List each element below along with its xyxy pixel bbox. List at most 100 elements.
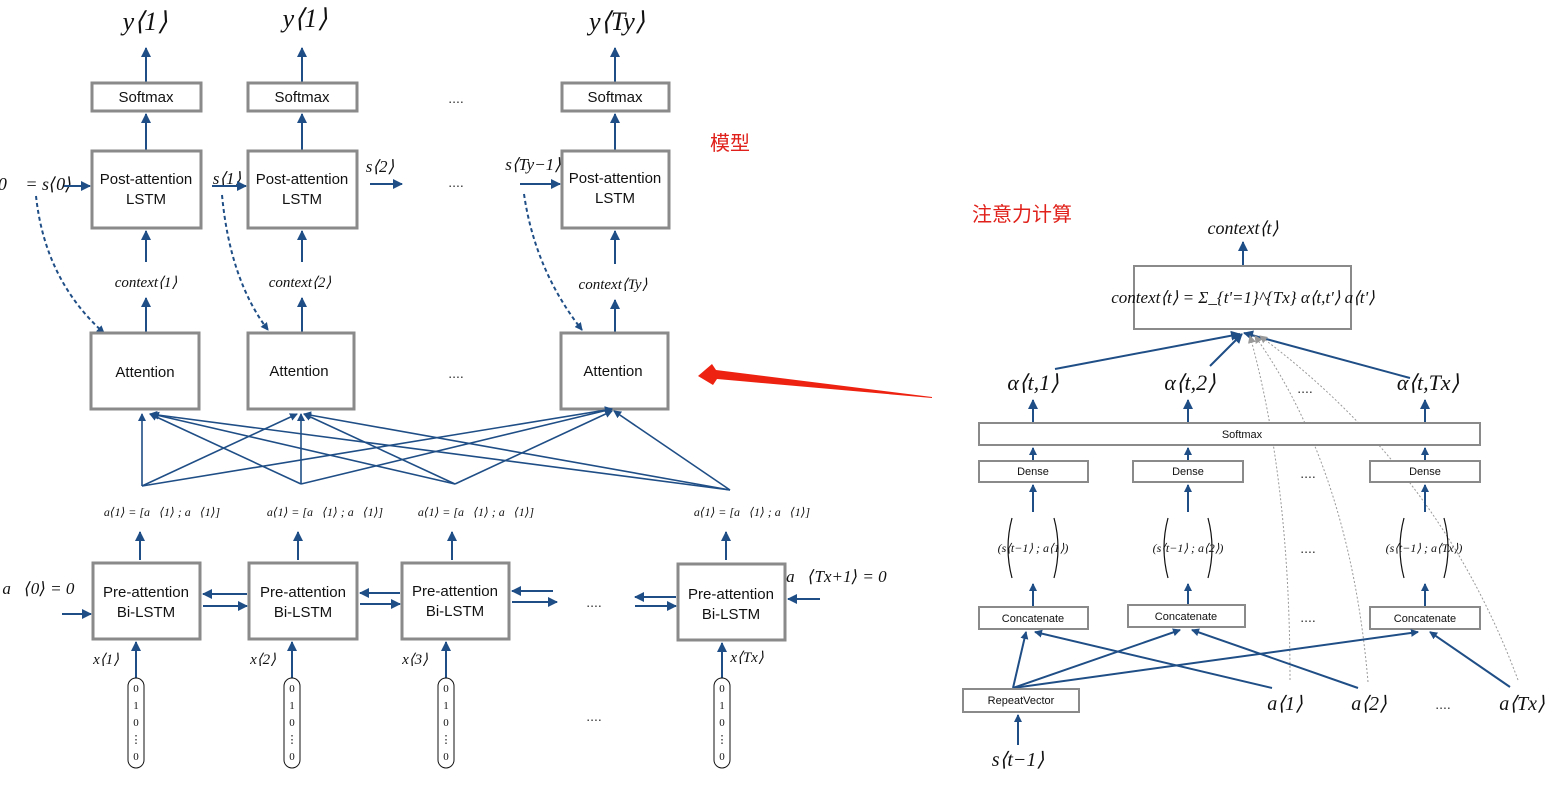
arrow-alpha2-formula: [1209, 333, 1243, 367]
bilstm-label: Bi-LSTM: [426, 603, 484, 620]
aTx-input-label: a⟨Tx⟩: [1499, 693, 1545, 715]
attention-label: Attention: [269, 363, 328, 380]
pre-attention-label: Pre-attention: [103, 584, 189, 601]
onehot-entry: 0: [719, 683, 725, 695]
pre-attention-bilstm-1: Pre-attention Bi-LSTM: [91, 561, 202, 641]
onehot-entry: ⋮: [131, 734, 142, 746]
dashed-s0-attention1: [35, 195, 105, 334]
dense-box-2: Dense: [1132, 460, 1244, 483]
pre-attention-bilstm-3: Pre-attention Bi-LSTM: [400, 561, 511, 641]
context-labels: context⟨1⟩ context⟨2⟩ context⟨Ty⟩: [115, 275, 648, 293]
ellipsis-attention: ....: [448, 365, 464, 381]
attention-box-2: Attention: [246, 331, 356, 411]
attention-input-labels: a⟨1⟩ a⟨2⟩ a⟨Tx⟩ s⟨t−1⟩: [992, 693, 1545, 771]
onehot-entry: 1: [289, 700, 295, 712]
attention-label: Attention: [583, 363, 642, 380]
repeat-vector-box: RepeatVector: [962, 688, 1080, 713]
y1-label: y⟨1⟩: [120, 7, 168, 36]
pointer-arrow: [698, 364, 932, 398]
softmax-label: Softmax: [274, 89, 330, 106]
lstm-label: LSTM: [282, 191, 322, 208]
arrow-repeat-concat1: [1012, 631, 1029, 689]
wide-softmax-box: Softmax: [978, 422, 1481, 446]
arrow-a2-concat2: [1191, 628, 1359, 689]
bilstm-label: Bi-LSTM: [274, 604, 332, 621]
onehot-entry: 0: [719, 717, 725, 729]
a-vec-4: a⟨1⟩ = [a⃗⟨1⟩ ; a⃖⟨1⟩]: [694, 505, 811, 519]
concat-vector-1: [1007, 517, 1059, 579]
a-vec-3: a⟨1⟩ = [a⃗⟨1⟩ ; a⃖⟨1⟩]: [418, 505, 535, 519]
onehot-entry: 1: [443, 700, 449, 712]
s-t-1-input-label: s⟨t−1⟩: [992, 749, 1045, 771]
onehot-entry: ⋮: [717, 734, 728, 746]
xTx-label: x⟨Tx⟩: [729, 650, 764, 666]
dense-box-1: Dense: [978, 460, 1089, 483]
arrow-repeat-concat3: [1012, 628, 1419, 689]
yTy-label: y⟨Ty⟩: [586, 7, 645, 36]
concatenate-box-1: Concatenate: [978, 606, 1089, 630]
pre-attention-bilstm-2: Pre-attention Bi-LSTM: [247, 561, 359, 641]
lstm-label: LSTM: [126, 191, 166, 208]
context1-label: context⟨1⟩: [115, 275, 178, 291]
concat-vector-3: [1399, 517, 1449, 579]
attention-box-1: Attention: [89, 331, 201, 411]
bilstm-label: Bi-LSTM: [117, 604, 175, 621]
dense-label: Dense: [1017, 466, 1049, 478]
bilstm-label: Bi-LSTM: [702, 606, 760, 623]
context-formula-box: context⟨t⟩ = Σ_{t'=1}^{Tx} α⟨t,t'⟩ a⟨t'⟩: [1111, 265, 1375, 330]
softmax-label: Softmax: [587, 89, 643, 106]
lstm-label: LSTM: [595, 190, 635, 207]
post-attention-lstm-2: Post-attention LSTM: [246, 149, 359, 230]
onehot-entry: 1: [719, 700, 725, 712]
concat-vector-labels: (s⟨t−1⟩ ; a⟨1⟩) (s⟨t−1⟩ ; a⟨2⟩) (s⟨t−1⟩ …: [998, 541, 1463, 555]
onehot-entry: 0: [289, 751, 295, 763]
post-attention-label: Post-attention: [256, 171, 349, 188]
ellipsis-dense: ....: [1300, 465, 1316, 481]
onehot-vector-3: [437, 677, 455, 769]
ellipsis-concat: ....: [1300, 609, 1316, 625]
sTy-1-label: s⟨Ty−1⟩: [505, 155, 561, 174]
arrow-alpha1-formula: [1054, 330, 1241, 370]
post-attention-lstm-1: Post-attention LSTM: [90, 149, 203, 230]
pre-attention-label: Pre-attention: [412, 583, 498, 600]
pre-attention-label: Pre-attention: [260, 584, 346, 601]
arrow-repeat-concat2: [1012, 628, 1181, 689]
ellipsis-vectors: ....: [1300, 540, 1316, 556]
s0-init-label: 0⃗ = s⟨0⟩: [0, 174, 72, 194]
onehot-entry: 0: [289, 683, 295, 695]
alpha-t2-label: α⟨t,2⟩: [1164, 370, 1216, 395]
input-labels: x⟨1⟩ x⟨2⟩ x⟨3⟩ x⟨Tx⟩: [92, 650, 764, 668]
aTx1-init-label: a⃖⟨Tx+1⟩ = 0⃗: [786, 567, 900, 586]
onehot-vector-4: [713, 677, 731, 769]
x2-label: x⟨2⟩: [249, 652, 276, 668]
alpha-labels: α⟨t,1⟩ α⟨t,2⟩ α⟨t,Tx⟩: [1007, 370, 1459, 395]
model-diagram: y⟨1⟩ y⟨1⟩ y⟨Ty⟩ Softmax Softmax Softmax …: [0, 4, 900, 769]
softmax-box-3: Softmax: [560, 81, 671, 113]
onehot-entry: ⋮: [287, 734, 298, 746]
concatenate-box-2: Concatenate: [1127, 604, 1246, 628]
x1-label: x⟨1⟩: [92, 652, 119, 668]
concat-vector-2: [1163, 517, 1213, 579]
dashed-s1-attention2: [221, 194, 269, 331]
context2-label: context⟨2⟩: [269, 275, 332, 291]
concatenate-label: Concatenate: [1394, 613, 1456, 625]
pre-attention-label: Pre-attention: [688, 586, 774, 603]
dotted-a-to-formula: [1248, 335, 1519, 683]
softmax-box-2: Softmax: [246, 81, 359, 113]
alpha-t1-label: α⟨t,1⟩: [1007, 370, 1059, 395]
post-attention-label: Post-attention: [569, 170, 662, 187]
onehot-entry: 0: [133, 751, 139, 763]
arrow-a1-concat1: [1034, 629, 1273, 689]
onehot-entry: 0: [443, 683, 449, 695]
post-attention-label: Post-attention: [100, 171, 193, 188]
onehot-entry: 0: [443, 751, 449, 763]
context-t-label: context⟨t⟩: [1207, 218, 1278, 238]
pre-attention-bilstm-4: Pre-attention Bi-LSTM: [676, 562, 787, 642]
initial-activation-labels: a⃗⟨0⟩ = 0⃗ a⃖⟨Tx+1⟩ = 0⃗: [2, 567, 899, 598]
s1-label: s⟨1⟩: [213, 169, 242, 188]
arrow-alphaTx-formula: [1243, 330, 1411, 379]
contextTy-label: context⟨Ty⟩: [579, 277, 648, 293]
ellipsis-alpha: ....: [1297, 380, 1313, 396]
